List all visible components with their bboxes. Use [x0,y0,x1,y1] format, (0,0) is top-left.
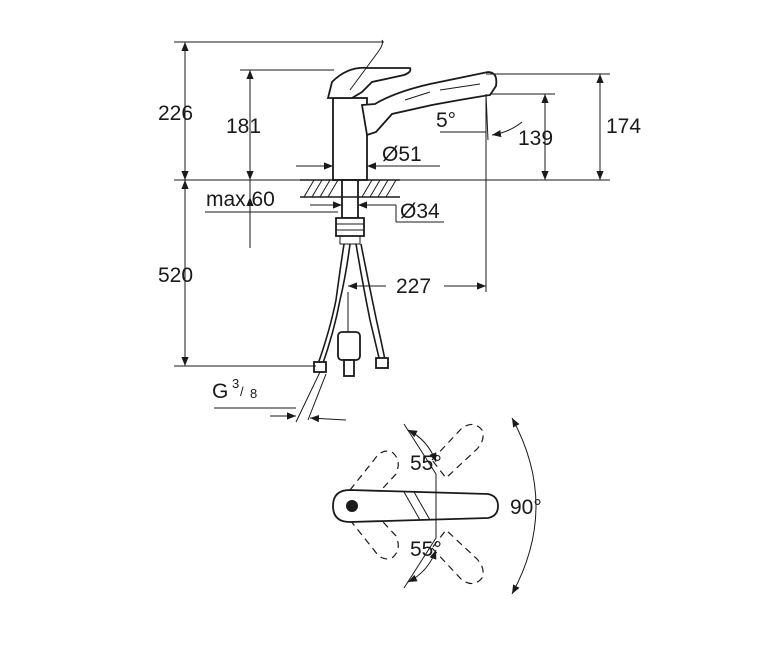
lever-handle [326,66,412,99]
worktop-hatching [303,179,397,198]
label-55-upper: 55° [410,452,442,475]
hose-weight-tip [343,359,355,377]
label-226: 226 [158,102,193,125]
dimension-labels: 226 181 5° 139 174 Ø51 max.60 Ø34 520 22… [158,102,641,561]
shank [341,179,359,219]
spout-detail [404,83,481,101]
handle-pivot [346,500,358,512]
label-139: 139 [518,127,553,150]
dimension-lines [174,41,610,423]
label-227: 227 [396,275,431,298]
spout [360,71,498,137]
handle-plan-view [332,417,537,595]
label-thread-slash: / [240,384,244,399]
label-5deg: 5° [436,109,456,132]
label-d34: Ø34 [400,200,440,223]
faucet-side-view [300,39,498,377]
faucet-body [332,97,368,181]
label-55-lower: 55° [410,538,442,561]
lever-raised-outline [349,39,383,91]
label-174: 174 [606,115,641,138]
label-90: 90° [510,496,542,519]
label-181: 181 [226,115,261,138]
arc-55-lower [407,549,437,583]
handle-pos-upper-right [431,423,484,479]
arc-55-upper [407,429,437,463]
label-520: 520 [158,264,193,287]
hose-right-b [360,243,386,361]
hose-left-b [321,243,351,367]
dim-5deg-line [485,93,489,141]
label-d51: Ø51 [382,143,422,166]
arc-90 [511,417,537,595]
hose-right [355,243,381,363]
handle-pos-lower-right [431,529,484,585]
label-thread-den: 8 [250,386,257,401]
label-thread-num: 3 [232,376,239,391]
hose-fitting-left [313,361,327,373]
hose-left [317,243,345,365]
hose-fitting-right [375,357,389,369]
hose-weight [337,331,361,361]
mounting-nut [335,217,365,237]
label-max60: max.60 [206,188,275,211]
dim-g38-ext-a [295,371,321,423]
handle-pos-upper-left [349,450,399,501]
label-thread-g: G [212,380,228,403]
dim-5deg-arc [491,121,523,138]
dim-g38-ext-b [307,373,327,421]
handle-center [332,489,499,523]
